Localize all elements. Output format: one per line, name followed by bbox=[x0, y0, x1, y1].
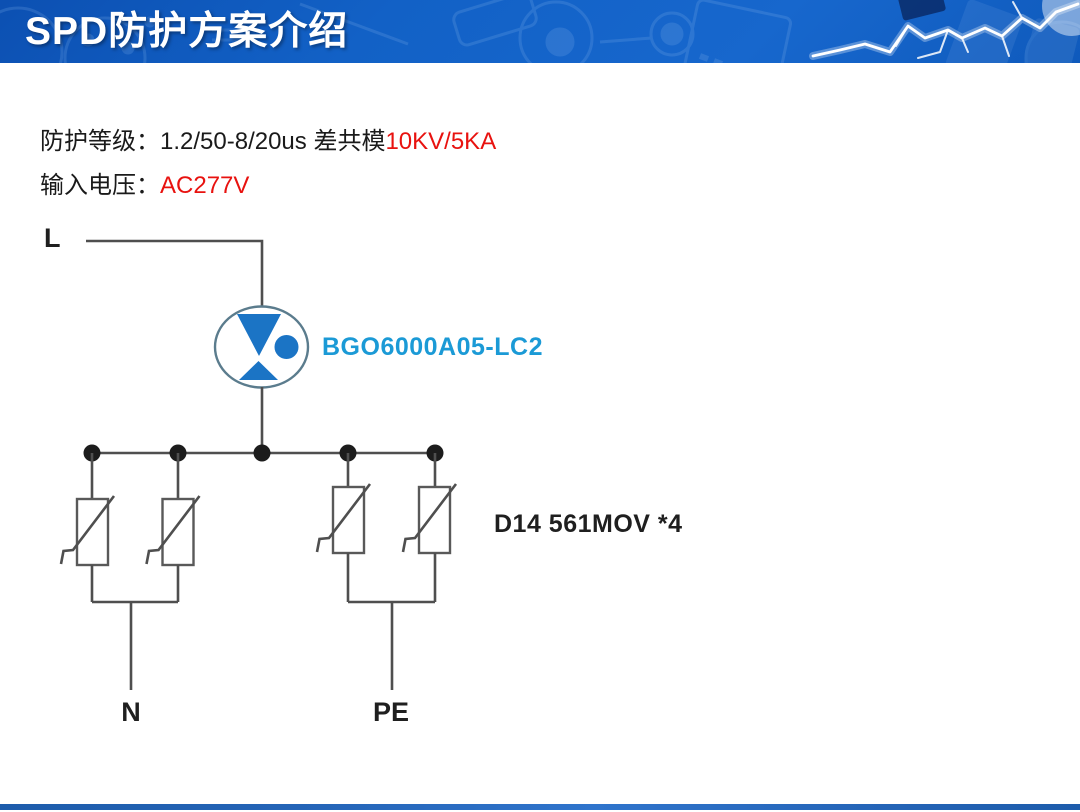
header-decoration-graphic bbox=[0, 0, 1080, 63]
mov-to-PE-wires bbox=[346, 553, 437, 690]
triangle-up-icon bbox=[239, 361, 278, 380]
input-voltage-text: 输入电压： bbox=[40, 172, 160, 199]
protection-level-text: 防护等级：1.2/50-8/20us 差共模 bbox=[40, 128, 386, 155]
lightning-icon bbox=[809, 0, 1080, 60]
triangle-down-icon bbox=[237, 314, 281, 356]
mov-varistor-symbol-3 bbox=[315, 483, 372, 555]
mov-varistor-symbol-2 bbox=[145, 495, 201, 567]
gdt-part-number: BGO6000A05-LC2 bbox=[322, 333, 543, 361]
slide-header: SPD防护方案介绍 bbox=[0, 0, 1080, 63]
line-L-wire bbox=[86, 239, 264, 307]
mov-part-number: D14 561MOV *4 bbox=[494, 510, 683, 538]
slide-title: SPD防护方案介绍 bbox=[25, 10, 349, 53]
mov-to-N-wires bbox=[90, 565, 180, 690]
mov-varistor-symbol-1 bbox=[59, 495, 116, 567]
dark-chip-shape bbox=[898, 0, 946, 21]
gdt-symbol bbox=[213, 305, 310, 389]
spec-line-protection-level: 防护等级：1.2/50-8/20us 差共模10KV/5KA bbox=[40, 120, 496, 164]
spec-line-input-voltage: 输入电压：AC277V bbox=[40, 164, 496, 208]
protection-level-value: 10KV/5KA bbox=[385, 128, 497, 155]
bus-to-mov-wires bbox=[90, 453, 437, 499]
terminal-label-L: L bbox=[44, 223, 61, 253]
terminal-label-N: N bbox=[121, 697, 141, 727]
bottom-accent-bar bbox=[0, 804, 1080, 810]
terminal-label-PE: PE bbox=[372, 697, 410, 727]
input-voltage-value: AC277V bbox=[160, 172, 250, 199]
gdt-dot-icon bbox=[274, 335, 299, 359]
circuit-doodles bbox=[0, 0, 1080, 63]
mov-varistor-symbol-4 bbox=[401, 483, 458, 555]
spec-lines: 防护等级：1.2/50-8/20us 差共模10KV/5KA 输入电压：AC27… bbox=[40, 120, 496, 208]
